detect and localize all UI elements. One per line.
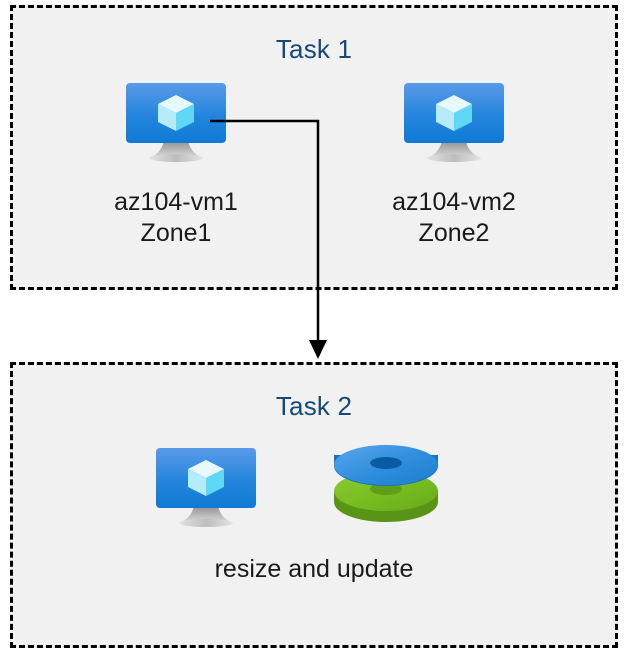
disk-blue <box>334 445 438 486</box>
task-1-title: Task 1 <box>275 34 353 64</box>
node-task2-virtual-machine[interactable] <box>152 443 260 540</box>
task-2-box: Task 2 <box>10 362 618 648</box>
node-az104-vm1[interactable]: az104-vm1 Zone1 <box>62 78 290 249</box>
virtual-machine-icon <box>400 78 508 170</box>
node-az104-vm2[interactable]: az104-vm2 Zone2 <box>340 78 568 249</box>
task-2-caption: resize and update <box>214 555 414 583</box>
node-label-az104-vm2: az104-vm2 Zone2 <box>392 188 516 247</box>
node-label-az104-vm1: az104-vm1 Zone1 <box>114 188 238 247</box>
node-task2-disks[interactable] <box>330 444 442 528</box>
virtual-machine-icon <box>122 78 230 170</box>
task-2-caption-wrap: resize and update <box>10 554 618 585</box>
virtual-machine-icon <box>152 443 260 535</box>
down-arrowhead-icon <box>309 340 327 359</box>
task-2-title: Task 2 <box>275 391 353 421</box>
